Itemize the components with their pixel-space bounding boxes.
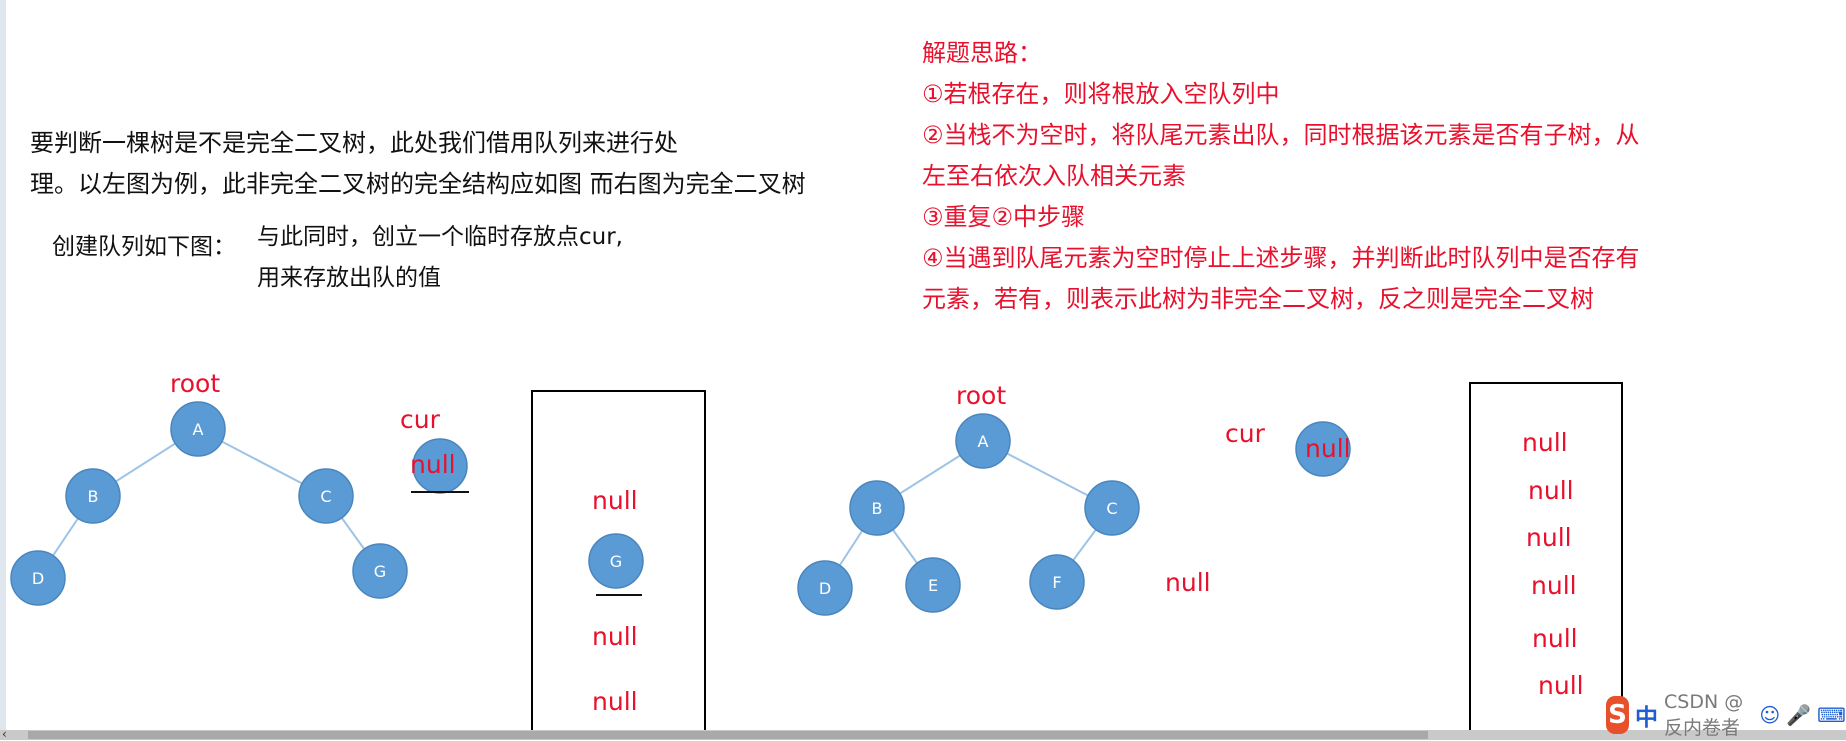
solution-step-4b: 元素，若有，则表示此树为非完全二叉树，反之则是完全二叉树 xyxy=(922,285,1594,313)
queue-node: G xyxy=(588,533,644,589)
tree-node: F xyxy=(1029,554,1085,610)
queue-item: null xyxy=(1538,671,1584,700)
svg-text:E: E xyxy=(928,576,938,595)
queue-box-left xyxy=(531,390,706,730)
cur-node-right xyxy=(1295,421,1351,477)
root-label-left: root xyxy=(170,369,221,398)
cur-underline-left xyxy=(411,491,469,493)
csdn-watermark: CSDN @反内卷者 xyxy=(1664,690,1744,739)
queue-create-caption: 创建队列如下图： xyxy=(52,234,236,260)
svg-text:B: B xyxy=(872,499,883,518)
cur-label-right: cur xyxy=(1225,419,1265,448)
svg-text:C: C xyxy=(1106,499,1117,518)
svg-text:G: G xyxy=(610,552,622,571)
queue-item: null xyxy=(592,486,638,515)
tree-node: G xyxy=(352,543,408,599)
microphone-icon[interactable]: 🎤 xyxy=(1786,703,1812,727)
tree-node: C xyxy=(1084,480,1140,536)
svg-text:D: D xyxy=(32,569,44,588)
solution-step-2b: 左至右依次入队相关元素 xyxy=(922,162,1186,190)
queue-box-right xyxy=(1469,382,1623,730)
tree-node: D xyxy=(797,560,853,616)
tree-node: B xyxy=(65,468,121,524)
solution-step-1: ①若根存在，则将根放入空队列中 xyxy=(922,80,1280,108)
solution-step-3: ③重复②中步骤 xyxy=(922,203,1086,231)
cur-label-left: cur xyxy=(400,405,440,434)
queue-item: null xyxy=(592,687,638,716)
svg-text:A: A xyxy=(193,420,204,439)
emoji-icon[interactable]: ☺ xyxy=(1759,703,1781,727)
tree-node: B xyxy=(849,480,905,536)
root-label-right: root xyxy=(956,381,1007,410)
cur-node-left xyxy=(412,438,468,494)
tree-node: A xyxy=(955,413,1011,469)
ime-toolbar[interactable]: S 中 CSDN @反内卷者 ☺ 🎤 ⌨ xyxy=(1606,691,1846,739)
intro-line-1: 要判断一棵树是不是完全二叉树，此处我们借用队列来进行处 xyxy=(30,129,678,157)
scrollbar-thumb[interactable] xyxy=(28,731,1428,739)
queue-item: null xyxy=(1532,624,1578,653)
tree-node: D xyxy=(10,550,66,606)
svg-text:A: A xyxy=(978,432,989,451)
svg-text:F: F xyxy=(1052,573,1061,592)
svg-text:C: C xyxy=(320,487,331,506)
intro-line-2: 理。以左图为例，此非完全二叉树的完全结构应如图 而右图为完全二叉树 xyxy=(30,170,806,198)
cur-value-left: null xyxy=(410,450,456,479)
side-null-right: null xyxy=(1165,568,1211,597)
cur-caption-line-1: 与此同时，创立一个临时存放点cur, xyxy=(257,224,623,250)
sogou-logo-icon[interactable]: S xyxy=(1606,696,1630,734)
solution-step-2a: ②当栈不为空时，将队尾元素出队，同时根据该元素是否有子树，从 xyxy=(922,121,1640,149)
left-edge-stripe xyxy=(0,0,6,740)
tree-node: A xyxy=(170,401,226,457)
queue-g-underline xyxy=(596,594,642,596)
queue-item: null xyxy=(592,622,638,651)
scroll-left-arrow-icon[interactable]: ‹ xyxy=(2,727,7,741)
cur-caption-line-2: 用来存放出队的值 xyxy=(257,265,441,291)
ime-mode-toggle[interactable]: 中 xyxy=(1635,705,1659,731)
cur-value-right: null xyxy=(1305,434,1351,463)
queue-item: null xyxy=(1526,523,1572,552)
queue-item: null xyxy=(1531,571,1577,600)
keyboard-icon[interactable]: ⌨ xyxy=(1817,703,1846,727)
tree-node: E xyxy=(905,557,961,613)
queue-item: null xyxy=(1528,476,1574,505)
solution-title: 解题思路： xyxy=(922,39,1042,67)
tree-node: C xyxy=(298,468,354,524)
svg-text:G: G xyxy=(374,562,386,581)
queue-item: null xyxy=(1522,428,1568,457)
svg-text:B: B xyxy=(88,487,99,506)
svg-text:D: D xyxy=(819,579,831,598)
solution-step-4a: ④当遇到队尾元素为空时停止上述步骤，并判断此时队列中是否存有 xyxy=(922,244,1640,272)
